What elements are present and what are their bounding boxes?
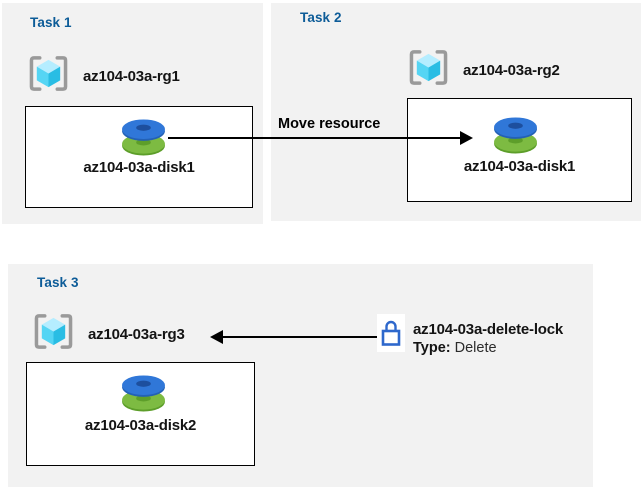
task2-disk-label: az104-03a-disk1 [463, 158, 576, 175]
resource-group-icon [407, 49, 450, 91]
task3-disk-label: az104-03a-disk2 [84, 417, 197, 434]
resource-group-icon [27, 55, 70, 97]
lock-name: az104-03a-delete-lock [413, 321, 564, 338]
lock-type-line: Type: Delete [413, 339, 563, 358]
rg3-label: az104-03a-rg3 [88, 325, 185, 343]
move-resource-arrowhead-icon [460, 131, 473, 145]
lock-type-value-text: Delete [454, 339, 497, 356]
disk-icon [120, 117, 167, 156]
move-resource-label: Move resource [278, 116, 381, 132]
rg1-row: az104-03a-rg1 [27, 55, 180, 97]
lock-text-block: az104-03a-delete-lock Type: Delete [413, 321, 563, 357]
task1-title: Task 1 [30, 15, 72, 30]
rg3-row: az104-03a-rg3 [32, 313, 185, 355]
lock-type-label: Type: [413, 339, 451, 356]
resource-group-icon [32, 313, 75, 355]
task3-title: Task 3 [37, 275, 79, 290]
rg1-label: az104-03a-rg1 [83, 67, 180, 85]
lock-arrowhead-icon [210, 330, 223, 344]
disk-icon [492, 115, 539, 154]
rg2-label: az104-03a-rg2 [463, 61, 560, 79]
lock-icon [377, 314, 405, 352]
rg2-row: az104-03a-rg2 [407, 49, 560, 91]
task1-disk-label: az104-03a-disk1 [83, 159, 195, 176]
disk-icon [120, 373, 167, 412]
lock-arrow-line [222, 336, 377, 338]
task2-title: Task 2 [300, 10, 342, 25]
move-resource-arrow-line [168, 137, 460, 139]
